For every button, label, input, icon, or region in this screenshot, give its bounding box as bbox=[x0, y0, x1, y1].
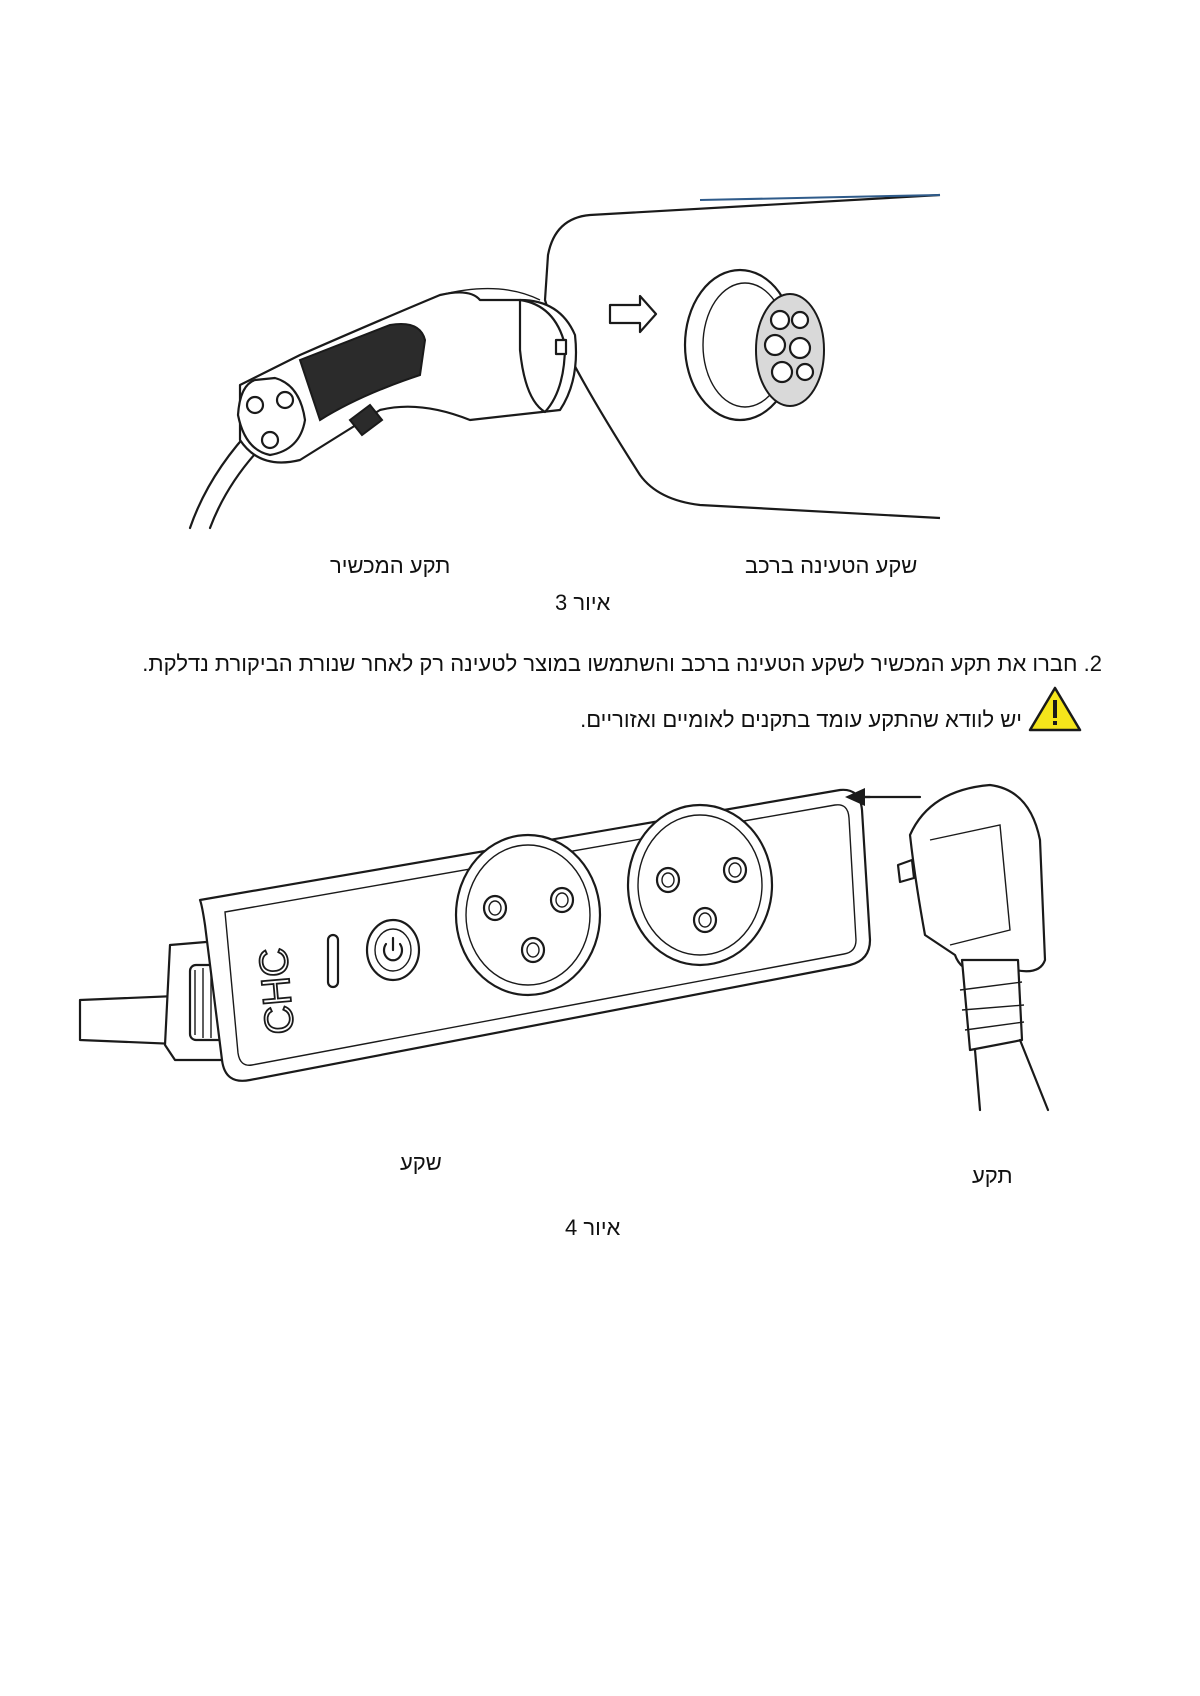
arrow-left-icon bbox=[845, 788, 922, 806]
logo-text: CHC bbox=[251, 946, 302, 1036]
label-socket: שקע bbox=[400, 1150, 442, 1175]
warning-text: יש לוודא שהתקע עומד בתקנים לאומיים ואזור… bbox=[580, 707, 1022, 732]
plug bbox=[896, 783, 1050, 1112]
hollow-arrow-right-icon bbox=[608, 294, 658, 334]
instruction-step-2: 2. חברו את תקע המכשיר לשקע הטעינה ברכב ו… bbox=[142, 651, 1102, 676]
socket-outlet-2 bbox=[626, 803, 774, 967]
vehicle-inlet bbox=[683, 268, 825, 422]
indicator-light bbox=[326, 933, 340, 989]
figure-4-caption: איור 4 bbox=[565, 1215, 621, 1240]
warning-triangle-icon bbox=[1028, 686, 1082, 732]
label-vehicle-inlet: שקע הטעינה ברכב bbox=[745, 553, 918, 578]
power-icon bbox=[365, 918, 421, 982]
label-plug: תקע bbox=[972, 1163, 1013, 1188]
charging-connector bbox=[236, 287, 578, 464]
figure-3-illustration bbox=[188, 193, 941, 530]
label-device-plug: תקע המכשיר bbox=[330, 553, 451, 578]
socket-outlet-1 bbox=[454, 833, 602, 997]
vehicle-edge-accent bbox=[699, 194, 941, 201]
figure-3-caption: איור 3 bbox=[555, 590, 611, 615]
figure-4-illustration: CHC bbox=[78, 783, 1050, 1112]
